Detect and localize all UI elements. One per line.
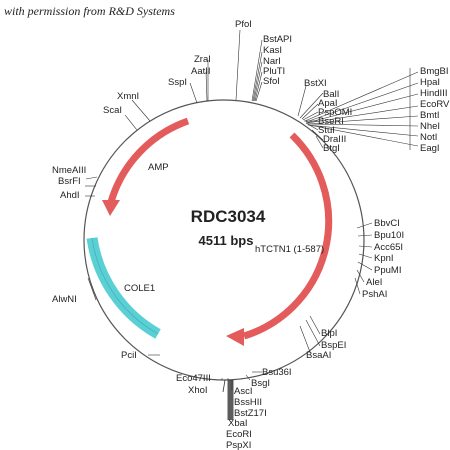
- site-BspEI: BspEI: [321, 340, 346, 351]
- site-BseRI: BseRI: [318, 116, 344, 127]
- site-DraIII: DraIII: [323, 134, 346, 145]
- site-BssHII: BssHII: [234, 397, 262, 408]
- site-BsaAI: BsaAI: [306, 350, 331, 361]
- site-BstAPI: BstAPI: [263, 34, 292, 45]
- site-PfoI: PfoI: [235, 19, 252, 30]
- site-BlpI: BlpI: [321, 328, 337, 339]
- site-ApaI: ApaI: [318, 98, 338, 109]
- site-AlwNI: AlwNI: [52, 294, 77, 305]
- site-BtgI: BtgI: [323, 143, 340, 154]
- site-PluTI: PluTI: [263, 66, 285, 77]
- site-EcoRV: EcoRV: [420, 99, 450, 110]
- site-SspI: SspI: [168, 77, 187, 88]
- site-AleI: AleI: [366, 277, 382, 288]
- site-Bpu10I: Bpu10I: [374, 230, 404, 241]
- site-BstZ17I: BstZ17I: [234, 408, 267, 419]
- hTCTN1-insert-arrow: [242, 132, 333, 340]
- site-ScaI: ScaI: [103, 105, 122, 116]
- site-PshAI: PshAI: [362, 289, 387, 300]
- site-EcoRI: EcoRI: [226, 429, 252, 440]
- site-BmtI: BmtI: [420, 110, 440, 121]
- site-AatII: AatII: [191, 66, 211, 77]
- site-Bsu36I: Bsu36I: [262, 367, 292, 378]
- site-NheI: NheI: [420, 121, 440, 132]
- restriction-site-ticks: [85, 29, 419, 390]
- site-AhdI: AhdI: [60, 190, 80, 201]
- site-KasI: KasI: [263, 45, 282, 56]
- site-KpnI: KpnI: [374, 253, 394, 264]
- insert-label: hTCTN1 (1-587): [255, 244, 324, 255]
- site-Acc65I: Acc65I: [374, 242, 403, 253]
- site-BbvCI: BbvCI: [374, 218, 400, 229]
- site-BsrFI: BsrFI: [58, 176, 81, 187]
- site-StuI: StuI: [318, 125, 335, 136]
- amp-label: AMP: [148, 162, 169, 173]
- site-SfoI: SfoI: [263, 76, 280, 87]
- site-PciI: PciI: [121, 350, 137, 361]
- site-HpaI: HpaI: [420, 77, 440, 88]
- site-PpuMI: PpuMI: [374, 265, 401, 276]
- site-BstXI: BstXI: [304, 78, 327, 89]
- site-HindIII: HindIII: [420, 88, 447, 99]
- plasmid-name: RDC3034: [191, 207, 266, 226]
- site-XmnI: XmnI: [117, 91, 139, 102]
- site-PspOMI: PspOMI: [318, 107, 352, 118]
- site-BalI: BalI: [323, 89, 339, 100]
- site-XbaI: XbaI: [228, 418, 248, 429]
- site-BmgBI: BmgBI: [420, 66, 449, 77]
- amp-arrowhead: [102, 200, 120, 216]
- site-EagI: EagI: [420, 143, 440, 154]
- site-XhoI: XhoI: [188, 385, 208, 396]
- cole1-label: COLE1: [124, 283, 155, 294]
- site-Eco47III: Eco47III: [176, 373, 211, 384]
- site-NmeAIII: NmeAIII: [52, 165, 86, 176]
- site-AscI: AscI: [234, 386, 252, 397]
- site-ZraI: ZraI: [194, 54, 211, 65]
- bottom-site-cluster-ticks: [222, 379, 234, 420]
- amp-resistance-arrow: [107, 117, 190, 203]
- site-PspXI: PspXI: [226, 440, 251, 450]
- plasmid-backbone-ring: [83, 99, 365, 381]
- permission-credit: with permission from R&D Systems: [4, 4, 175, 18]
- site-NarI: NarI: [263, 56, 281, 67]
- site-NotI: NotI: [420, 132, 437, 143]
- insert-arrowhead: [226, 328, 244, 346]
- plasmid-size: 4511 bps: [199, 233, 254, 248]
- site-BsgI: BsgI: [251, 378, 270, 389]
